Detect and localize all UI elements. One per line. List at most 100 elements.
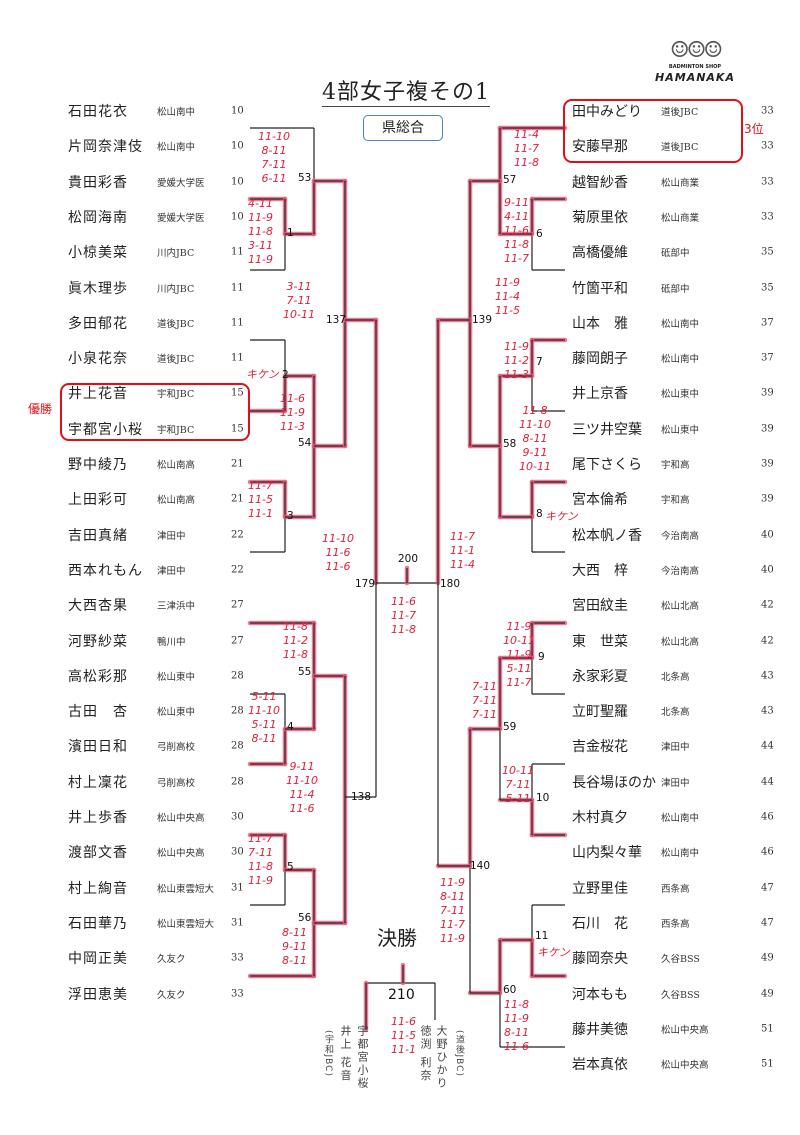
- player-name: 片岡奈津伎: [68, 139, 143, 156]
- player-name: 石川 花: [572, 915, 628, 932]
- player-name: 多田郁花: [68, 315, 128, 332]
- player-name: 古田 杏: [68, 704, 128, 721]
- player-name: 松本帆ノ香: [572, 527, 642, 544]
- player-name: 河本もも: [572, 986, 628, 1003]
- player-name: 尾下さくら: [572, 457, 642, 473]
- page-title: 4部女子複その1: [322, 80, 490, 107]
- match-score-56: 8-11 9-11 8-11: [282, 926, 307, 967]
- player-school: 津田中: [661, 777, 690, 789]
- player-name: 井上歩香: [68, 810, 128, 826]
- match-number-56: 56: [298, 912, 312, 924]
- player-name: 東 世菜: [572, 633, 628, 650]
- final-left-player-1: 井上 花音: [339, 1025, 352, 1083]
- player-seed: 31: [231, 882, 244, 894]
- player-school: 松山東中: [157, 671, 196, 683]
- match-score-200: 11-6 11-7 11-8: [391, 595, 416, 636]
- match-number-7: 7: [536, 356, 543, 368]
- player-school: 宇和高: [661, 495, 690, 507]
- player-name: 井上京香: [572, 386, 628, 403]
- player-school: 弓削高校: [157, 742, 196, 754]
- player-school: 道後JBC: [157, 354, 195, 366]
- player-name: 野中綾乃: [68, 457, 128, 473]
- player-school: 宇和JBC: [157, 389, 195, 401]
- player-name: 高橋優維: [572, 245, 628, 262]
- player-seed: 33: [761, 211, 774, 223]
- player-school: 松山南中: [157, 107, 196, 118]
- player-seed: 15: [231, 423, 244, 435]
- player-seed: 33: [761, 105, 774, 117]
- match-number-60: 60: [503, 984, 517, 996]
- player-name: 石田花衣: [68, 104, 128, 120]
- player-name: 高松彩那: [68, 668, 128, 685]
- player-name: 浮田恵美: [68, 986, 128, 1003]
- player-seed: 10: [231, 105, 244, 117]
- player-school: 松山南中: [661, 354, 700, 366]
- player-seed: 33: [231, 988, 244, 999]
- player-name: 菊原里依: [572, 209, 628, 226]
- match-score-138: 9-11 11-10 11-4 11-6: [286, 760, 318, 815]
- match-number-140: 140: [470, 860, 491, 872]
- match-score-57: 11-4 11-7 11-8: [514, 128, 539, 169]
- player-seed: 47: [761, 917, 774, 929]
- logo-shop-text: BADMINTON SHOP: [668, 64, 722, 70]
- venue-label: 県総合: [363, 115, 443, 141]
- match-score-9: 11-9 10-11 11-9 5-11 11-7: [503, 620, 535, 689]
- player-name: 吉田真緒: [68, 527, 128, 544]
- match-score-58: 11-8 11-10 8-11 9-11 10-11: [519, 404, 551, 473]
- player-school: 松山東中: [157, 707, 196, 719]
- match-number-57: 57: [503, 174, 517, 186]
- player-school: 鴨川中: [157, 636, 186, 648]
- player-seed: 28: [231, 670, 244, 682]
- match-number-139: 139: [472, 314, 493, 326]
- player-seed: 10: [231, 140, 244, 152]
- player-seed: 33: [761, 176, 774, 188]
- player-school: 今治南高: [661, 565, 700, 577]
- player-name: 山内梨々華: [572, 845, 642, 862]
- player-school: 久友ク: [157, 989, 186, 1001]
- player-school: 宇和高: [661, 460, 690, 471]
- match-number-3: 3: [287, 510, 294, 522]
- match-number-58: 58: [503, 438, 517, 450]
- match-score-1: 4-11 11-9 11-8 3-11 11-9: [248, 197, 273, 266]
- final-heading: 決勝: [377, 926, 417, 950]
- player-seed: 35: [761, 246, 774, 258]
- match-number-1: 1: [287, 227, 294, 239]
- player-name: 小椋美菜: [68, 245, 128, 262]
- match-number-137: 137: [326, 314, 347, 326]
- player-school: 今治南高: [661, 530, 700, 542]
- player-seed: 35: [761, 282, 774, 293]
- player-seed: 43: [761, 705, 774, 717]
- match-score-55: 11-8 11-2 11-8: [283, 620, 308, 661]
- player-school: 道後JBC: [157, 318, 195, 330]
- player-seed: 11: [231, 282, 244, 293]
- player-seed: 47: [761, 882, 774, 894]
- match-number-138: 138: [351, 791, 372, 803]
- third-place-highlight: [563, 99, 743, 163]
- player-school: 道後JBC: [661, 142, 699, 154]
- player-name: 松岡海南: [68, 209, 128, 226]
- match-number-210: 210: [388, 987, 415, 1003]
- match-score-5: 11-7 7-11 11-8 11-9: [248, 832, 273, 887]
- player-name: 藤岡朗子: [572, 351, 628, 368]
- player-school: 松山南中: [661, 813, 700, 824]
- player-name: 村上絢音: [68, 880, 128, 897]
- match-number-9: 9: [538, 651, 545, 663]
- player-name: 渡部文香: [68, 845, 128, 862]
- player-name: 上田彩可: [68, 492, 128, 509]
- player-school: 松山南中: [157, 142, 196, 154]
- player-seed: 22: [231, 564, 244, 576]
- player-seed: 30: [231, 811, 244, 823]
- final-right-team: (道後JBC): [454, 1030, 464, 1077]
- player-name: 吉金桜花: [572, 739, 628, 756]
- player-school: 愛媛大学医: [157, 212, 205, 224]
- match-score-53: 11-10 8-11 7-11 6-11: [258, 130, 290, 185]
- player-seed: 42: [761, 599, 774, 611]
- player-school: 宇和JBC: [157, 424, 195, 436]
- player-seed: 51: [761, 1023, 774, 1035]
- player-school: 砥部中: [661, 283, 690, 295]
- player-school: 松山東雲短大: [157, 918, 215, 930]
- match-score-139: 11-9 11-4 11-5: [495, 276, 520, 317]
- player-name: 藤井美徳: [572, 1021, 628, 1038]
- match-number-59: 59: [503, 721, 517, 733]
